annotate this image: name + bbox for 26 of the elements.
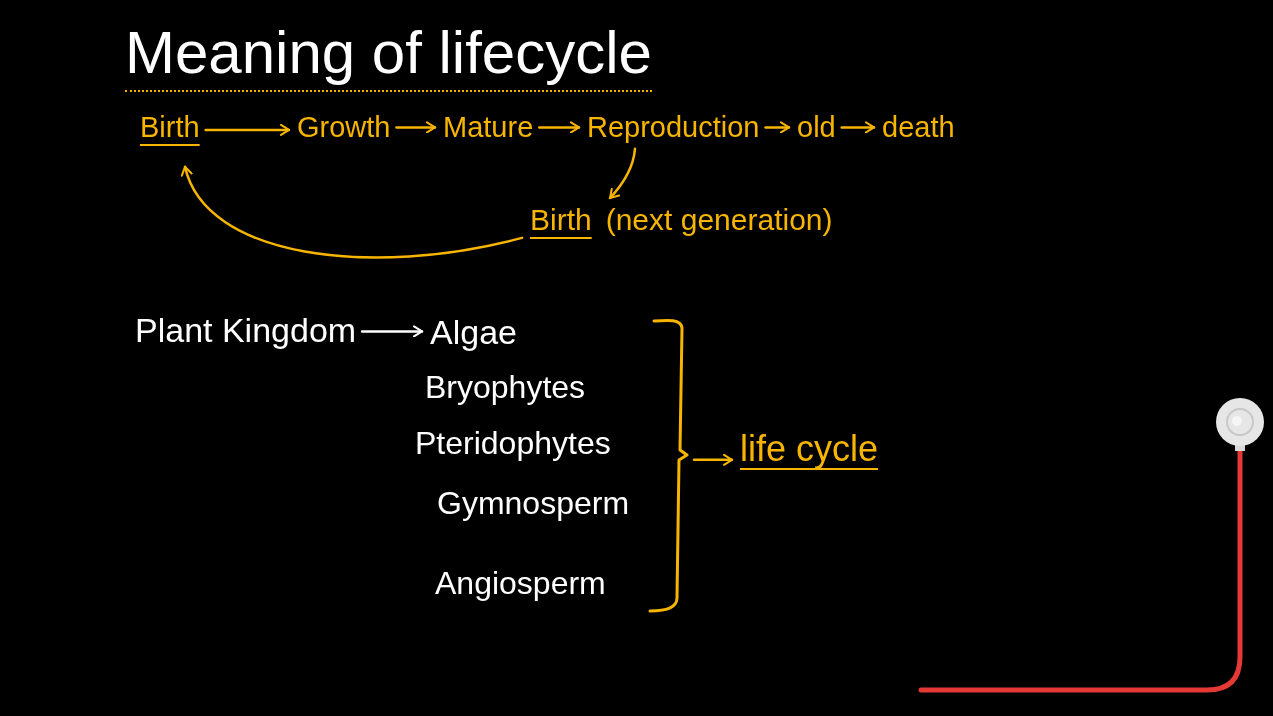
lifecycle-label: life cycle	[740, 427, 879, 471]
arrow	[360, 325, 424, 338]
arrow	[840, 121, 876, 134]
step-label: death	[882, 110, 955, 145]
plant-group-label: Bryophytes	[425, 368, 586, 407]
plant-group-label: Angiosperm	[435, 564, 606, 603]
arrow	[608, 147, 637, 200]
plant-kingdom-label: Plant Kingdom	[135, 310, 357, 351]
slide-title: Meaning of lifecycle	[125, 20, 652, 92]
arrow	[395, 121, 437, 134]
step-label: Mature	[443, 110, 534, 145]
step-label: Reproduction	[587, 110, 760, 145]
arrow	[204, 123, 291, 136]
step-label: old	[797, 110, 836, 145]
step-label: (next generation)	[605, 202, 833, 238]
plant-group-label: Gymnosperm	[437, 484, 630, 523]
arrow	[182, 165, 524, 259]
curly-bracket	[648, 318, 688, 614]
arrow	[764, 121, 791, 134]
step-label: Growth	[297, 110, 391, 145]
arrow	[538, 121, 581, 134]
arrow	[692, 453, 734, 466]
step-label: Birth	[140, 110, 200, 145]
plant-group-label: Pteridophytes	[415, 424, 611, 463]
plant-group-label: Algae	[430, 312, 517, 353]
step-label: Birth	[530, 202, 592, 238]
